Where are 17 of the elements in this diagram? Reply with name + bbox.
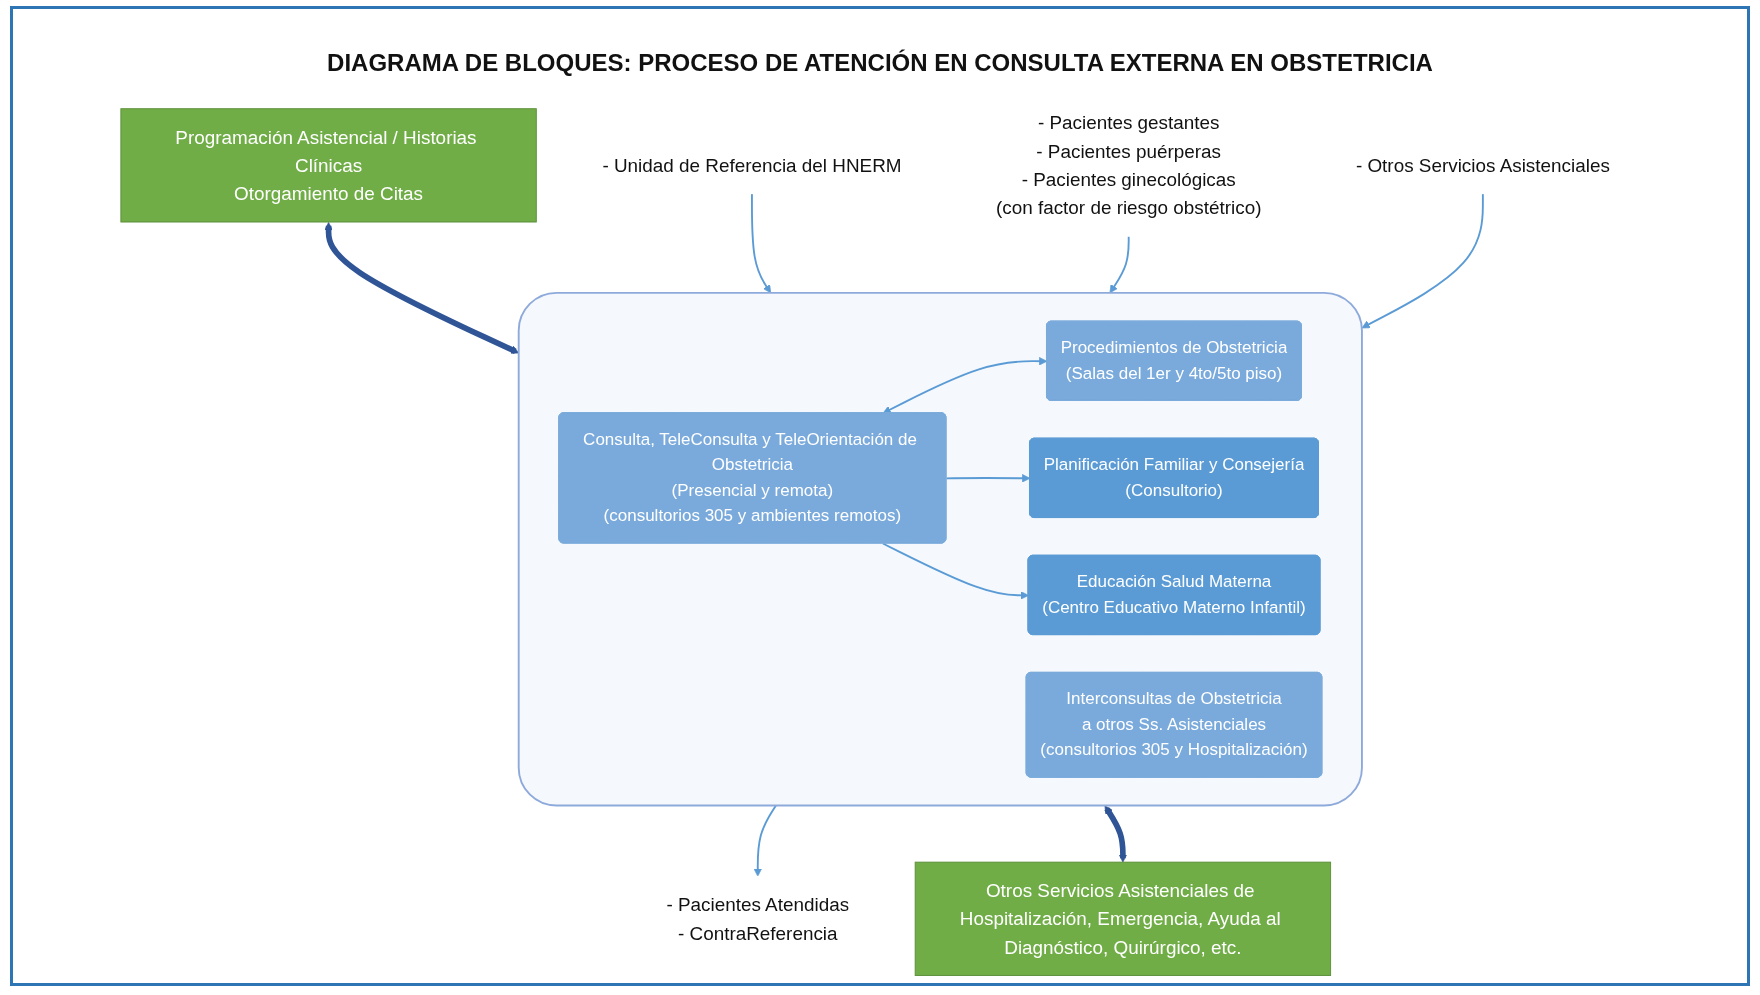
node-text: - Pacientes gestantes - Pacientes puérperas - Pacientes ginecológicas (con factor de riesgo obstétrico) <box>996 112 1262 219</box>
diagram-title: DIAGRAMA DE BLOQUES: PROCESO DE ATENCIÓN EN CONSULTA EXTERNA EN OBSTETRICIA <box>327 49 1433 77</box>
cluster <box>518 291 1364 807</box>
arrow <box>754 804 778 877</box>
node-text: - Otros Servicios Asistenciales <box>1356 154 1611 176</box>
arrow <box>1104 805 1128 863</box>
arrow <box>1362 192 1485 329</box>
arrow <box>883 357 1048 414</box>
node-box: Programación Asistencial / Historias Clínicas Otorgamiento de Citas <box>120 108 538 223</box>
arrow <box>882 542 1030 600</box>
arrow <box>1110 235 1131 294</box>
arrow <box>945 474 1031 483</box>
arrow <box>751 192 772 294</box>
node-box: Otros Servicios Asistenciales de Hospitalización, Emergencia, Ayuda al Diagnóstico, Quirúrgico, etc. <box>915 861 1332 976</box>
node-text: - Pacientes Atendidas - ContraReferencia <box>666 894 850 944</box>
arrow <box>324 222 520 354</box>
node-text: - Unidad de Referencia del HNERM <box>602 154 902 176</box>
